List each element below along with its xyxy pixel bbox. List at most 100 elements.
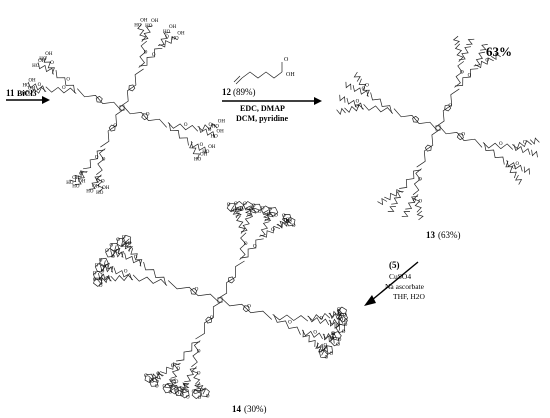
svg-text:O: O [337,308,341,313]
svg-text:O: O [236,208,240,213]
svg-text:O: O [93,272,97,277]
svg-text:OH: OH [102,186,110,191]
svg-text:O: O [105,249,109,254]
svg-text:O: O [523,141,527,146]
svg-text:O: O [271,228,275,233]
svg-text:O: O [288,321,292,326]
azide-5-label: (5) [389,260,400,270]
svg-text:O: O [286,220,290,225]
svg-text:O: O [177,367,181,372]
svg-text:O: O [111,255,115,260]
svg-text:O: O [344,323,348,328]
svg-text:O: O [180,389,184,394]
svg-text:O: O [186,395,190,400]
svg-text:O: O [206,395,210,400]
svg-text:O: O [338,313,342,318]
svg-text:HO: HO [134,24,142,29]
svg-text:OH: OH [200,152,208,157]
svg-text:HO: HO [202,150,210,155]
svg-text:HO: HO [32,64,40,69]
svg-text:O: O [122,244,126,249]
svg-text:O: O [171,364,175,369]
svg-text:O: O [418,199,422,204]
arrow-step3 [371,261,419,301]
svg-text:O: O [284,57,289,63]
svg-text:O: O [365,83,369,88]
svg-text:O: O [325,356,329,361]
svg-text:OH: OH [151,19,159,24]
svg-text:O: O [355,105,359,110]
dcm-pyridine-label: DCM, pyridine [236,114,288,123]
svg-text:O: O [413,199,417,204]
svg-text:O: O [175,391,179,396]
thf-h2o-label: THF, H2O [393,292,425,301]
cuso4-label: CuSO4 [389,272,411,281]
svg-text:O: O [234,202,238,207]
svg-text:O: O [50,61,54,66]
compound-12-label: 12 [222,87,232,97]
svg-text:O: O [93,278,97,283]
svg-text:O: O [320,317,324,322]
svg-text:OH: OH [217,129,225,134]
compound-14-yield: (30%) [244,404,267,414]
svg-text:O: O [101,270,105,275]
svg-text:O: O [258,210,262,215]
svg-text:O: O [101,179,105,184]
svg-text:HO: HO [163,30,171,35]
svg-text:HO: HO [211,134,219,139]
svg-text:O: O [208,128,212,133]
svg-text:O: O [180,394,184,399]
svg-text:O: O [156,372,160,377]
svg-text:O: O [332,332,336,337]
svg-text:O: O [338,338,342,343]
svg-text:O: O [240,208,244,213]
reaction-arrows [6,96,419,306]
svg-text:O: O [286,218,290,223]
arrow-step3-head [364,295,376,306]
svg-text:O: O [330,335,334,340]
svg-text:O: O [344,319,348,324]
svg-text:HO: HO [66,181,74,186]
svg-text:O: O [468,73,472,78]
svg-text:O: O [124,270,128,275]
svg-text:O: O [461,133,465,138]
svg-text:O: O [144,374,148,379]
svg-text:O: O [499,142,503,147]
svg-text:O: O [284,218,288,223]
svg-text:OH: OH [177,31,185,36]
svg-text:O: O [38,83,42,88]
svg-text:O: O [128,242,132,247]
svg-text:O: O [116,238,120,243]
svg-text:O: O [274,214,278,219]
compound-13-yield: (63%) [438,230,461,240]
svg-text:O: O [150,380,154,385]
svg-text:O: O [96,179,100,184]
reaction-labels: 11 BiCl3 12 (89%) EDC, DMAP DCM, pyridin… [6,44,512,414]
svg-text:O: O [79,172,83,177]
svg-text:O: O [210,316,214,321]
svg-text:O: O [319,350,323,355]
svg-text:O: O [292,224,296,229]
svg-text:O: O [105,264,109,269]
svg-text:OH: OH [72,176,80,181]
svg-text:O: O [99,284,103,289]
svg-text:O: O [105,276,109,281]
compound-14-label: 14 [232,404,242,414]
svg-text:HO: HO [145,24,153,29]
svg-text:O: O [337,310,341,315]
svg-text:O: O [336,343,340,348]
svg-text:OH: OH [28,87,36,92]
svg-text:OH: OH [92,184,100,189]
svg-text:O: O [95,155,99,160]
svg-text:O: O [109,243,113,248]
svg-text:O: O [200,389,204,394]
svg-text:O: O [516,162,520,167]
svg-text:O: O [250,207,254,212]
svg-text:O: O [227,203,231,208]
svg-text:O: O [175,380,179,385]
svg-text:OH: OH [208,145,216,150]
svg-text:O: O [102,158,106,163]
